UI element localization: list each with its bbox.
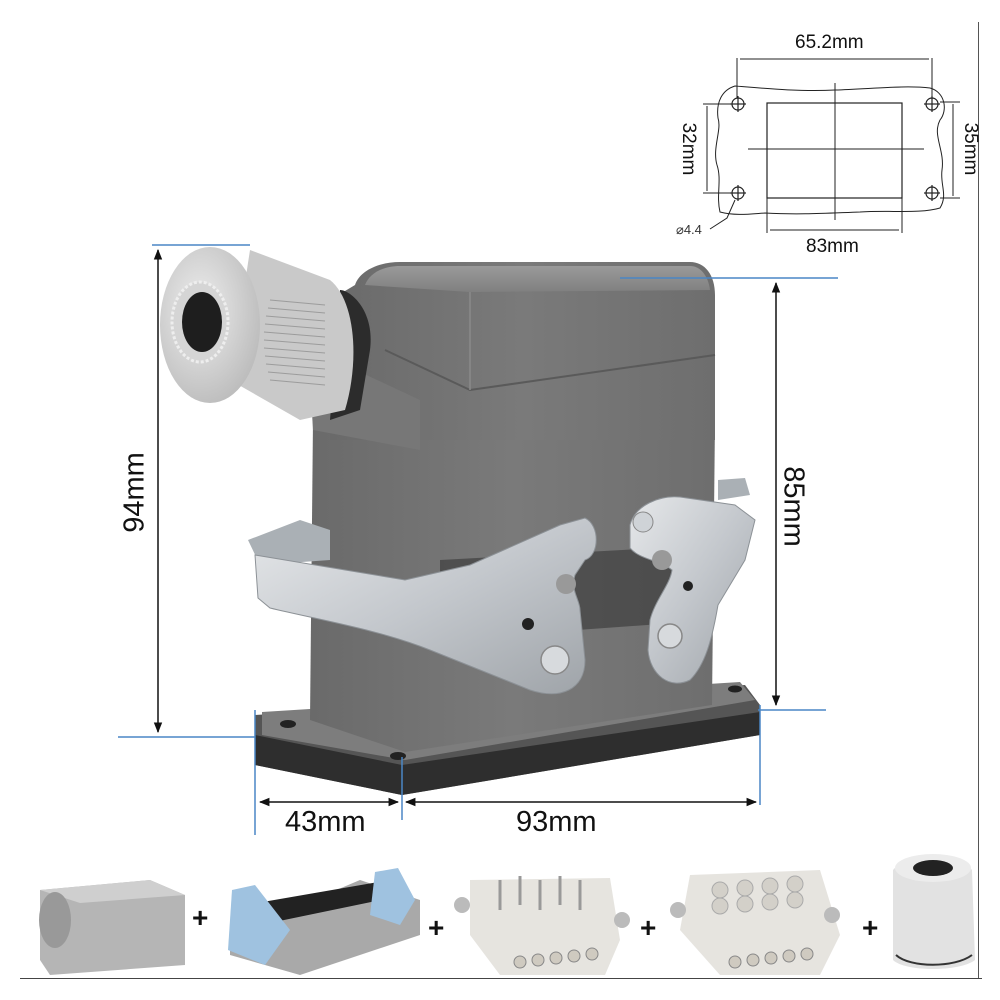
right-locking-lever	[629, 496, 756, 684]
cutout-width-label: 83mm	[806, 236, 859, 257]
plus-separator-4: +	[862, 912, 879, 943]
outer-height-label: 35mm	[960, 122, 981, 176]
frame-right-border	[978, 22, 979, 979]
base-width-label: 93mm	[516, 806, 597, 838]
frame-bottom-border	[20, 978, 982, 979]
hole-spacing-horizontal-label: 65.2mm	[795, 32, 864, 53]
plus-separator-2: +	[428, 912, 445, 943]
connector-housing	[248, 262, 760, 795]
housing-height-label: 85mm	[777, 466, 810, 547]
component-cable-gland	[893, 854, 975, 969]
left-locking-lever	[254, 517, 597, 695]
hole-diameter-label: ⌀4.4	[676, 222, 702, 237]
plus-separator-1: +	[192, 902, 209, 933]
component-male-insert	[454, 876, 630, 975]
base-depth-label: 43mm	[285, 806, 366, 838]
cable-gland-on-housing	[160, 247, 371, 420]
plus-separator-3: +	[640, 912, 657, 943]
component-hood	[39, 880, 185, 975]
total-height-label: 94mm	[118, 452, 151, 533]
component-base	[228, 868, 420, 975]
hole-spacing-vertical-label: 32mm	[678, 122, 699, 176]
dimension-lines	[118, 244, 838, 835]
footprint-drawing	[703, 58, 960, 233]
component-female-insert	[670, 870, 840, 975]
